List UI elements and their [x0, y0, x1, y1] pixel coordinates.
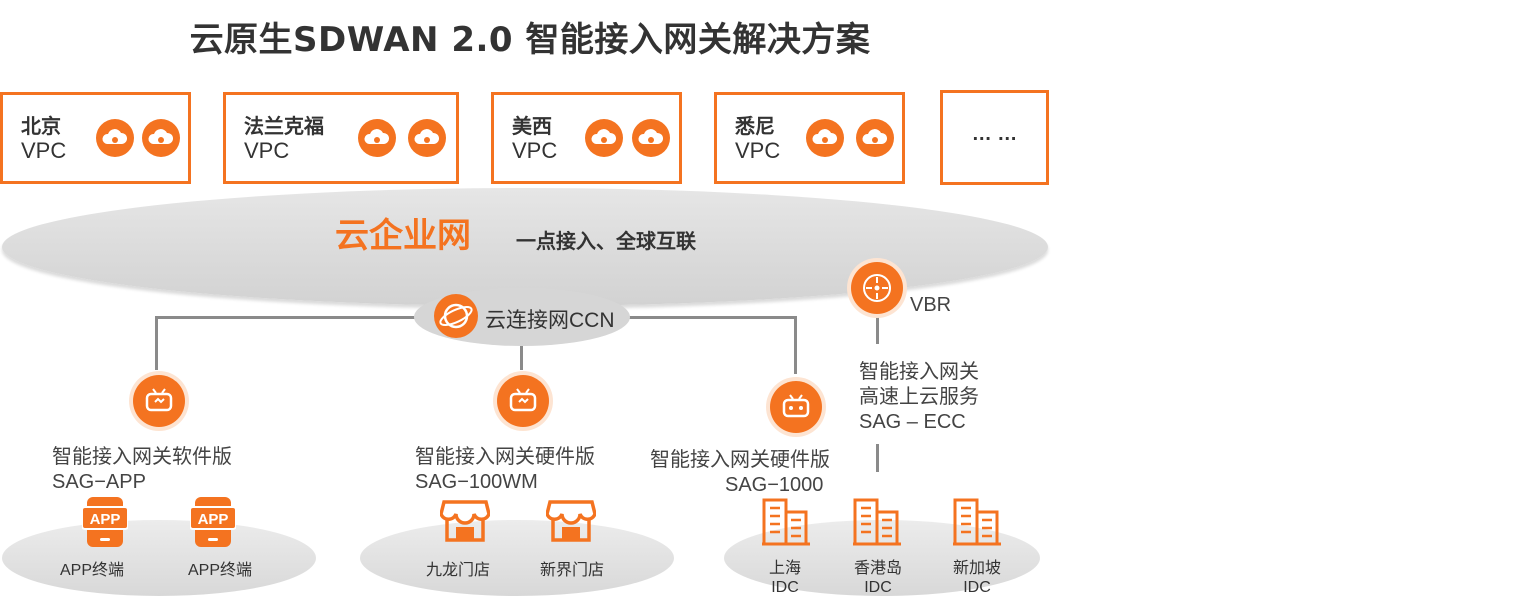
vpc-name: 美西	[512, 116, 552, 138]
store-label: 九龙门店	[425, 562, 490, 579]
sag-1000-line2: SAG−1000	[725, 474, 824, 496]
sag-app-line2: SAG−APP	[52, 471, 146, 493]
app-group-ellipse	[2, 520, 316, 596]
page-title: 云原生SDWAN 2.0 智能接入网关解决方案	[189, 20, 871, 60]
store-group-ellipse	[360, 520, 674, 596]
ecc-line3: SAG – ECC	[859, 411, 966, 433]
cen-subtitle: 一点接入、全球互联	[516, 229, 696, 253]
cloud-icon	[632, 119, 670, 157]
cloud-icon	[408, 119, 446, 157]
connector-line	[876, 444, 879, 472]
connector-line	[520, 346, 523, 370]
app-phone-icon: APP	[189, 496, 237, 553]
sag-1000-line1: 智能接入网关硬件版	[650, 449, 830, 471]
vpc-type: VPC	[244, 138, 290, 163]
vpc-type: VPC	[21, 138, 67, 163]
building-icon	[851, 494, 903, 551]
cloud-icon	[358, 119, 396, 157]
building-icon	[951, 494, 1003, 551]
cloud-icon	[856, 119, 894, 157]
vpc-box-more: … …	[940, 90, 1049, 185]
store-icon	[545, 498, 597, 549]
sag-100wm-line1: 智能接入网关硬件版	[415, 446, 595, 468]
sag-app-line1: 智能接入网关软件版	[52, 446, 232, 468]
ccn-globe-icon	[434, 294, 478, 338]
sag-app-icon	[133, 375, 185, 427]
building-icon	[760, 494, 812, 551]
ccn-label: 云连接网CCN	[485, 309, 615, 332]
connector-line	[794, 316, 797, 374]
store-label: 新界门店	[539, 562, 604, 579]
cloud-icon	[806, 119, 844, 157]
store-icon	[439, 498, 491, 549]
sag-100wm-line2: SAG−100WM	[415, 471, 538, 493]
ecc-line2: 高速上云服务	[859, 386, 979, 408]
svg-text:APP: APP	[90, 511, 121, 528]
sag-1000-icon	[770, 381, 822, 433]
vpc-type: VPC	[735, 138, 781, 163]
connector-line	[628, 316, 797, 319]
cloud-icon	[96, 119, 134, 157]
connector-line	[876, 316, 879, 344]
cen-title: 云企业网	[335, 216, 471, 256]
ecc-line1: 智能接入网关	[859, 361, 979, 383]
vpc-name: 北京	[21, 116, 61, 138]
cloud-icon	[585, 119, 623, 157]
vpc-type: VPC	[512, 138, 558, 163]
connector-line	[155, 316, 158, 370]
more-dots: … …	[971, 123, 1018, 145]
vpc-name: 悉尼	[735, 116, 775, 138]
sag-100wm-icon	[497, 375, 549, 427]
connector-line	[155, 316, 417, 319]
vbr-label: VBR	[910, 294, 952, 316]
vpc-name: 法兰克福	[244, 116, 324, 138]
cloud-icon	[142, 119, 180, 157]
vbr-router-icon	[851, 262, 903, 314]
app-phone-icon: APP	[81, 496, 129, 553]
svg-text:APP: APP	[198, 511, 229, 528]
app-terminal-label: APP终端	[59, 562, 125, 579]
app-terminal-label: APP终端	[187, 562, 253, 579]
